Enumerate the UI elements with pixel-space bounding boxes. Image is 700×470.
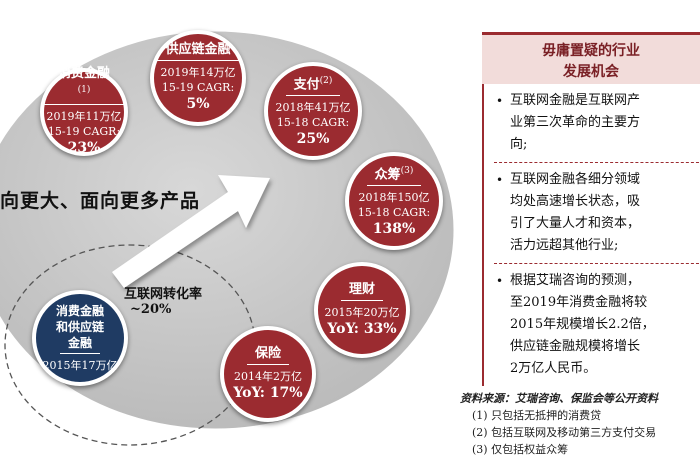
bubble-title: 支付(2)	[285, 73, 341, 97]
bubble-consumer-finance: 消费金融(1) 2019年11万亿 15-19 CAGR: 23%	[40, 66, 128, 157]
panel-title-line2: 发展机会	[563, 64, 619, 80]
bubble-title: 保险	[246, 346, 289, 365]
bullet-line: 引了大量人才和资本，	[510, 216, 641, 231]
bubble-rate: YoY: 33%	[327, 320, 397, 337]
bullet-line: 互联网金融各细分领域	[510, 172, 641, 187]
panel-header: 毋庸置疑的行业 发展机会	[482, 32, 700, 84]
bullet-item: • 互联网金融各细分领域 均处高速增长状态，吸 引了大量人才和资本， 活力远超其…	[494, 169, 700, 257]
bubble-metric: 15-18 CAGR:	[357, 206, 431, 220]
bubble-wealth-management: 理财 2015年20万亿 YoY: 33%	[314, 262, 410, 358]
bullet-dot-icon: •	[496, 94, 504, 108]
bubble-title-line1: 消费金融	[55, 304, 104, 318]
divider	[494, 263, 700, 264]
bubble-metric: 15-19 CAGR:	[161, 81, 235, 94]
bubble-title: 众筹(3)	[366, 163, 422, 187]
bubble-metric: 15-19 CAGR:	[47, 125, 121, 139]
bubble-rate: YoY: 17%	[233, 384, 303, 401]
growth-arrow-icon	[112, 175, 270, 288]
bubble-rate: 25%	[296, 131, 330, 148]
bubble-value: 2018年41万亿	[275, 101, 351, 115]
bubble-rate: 138%	[372, 221, 416, 238]
bubble-title: 理财	[340, 282, 383, 301]
bullet-line: 供应链金融规模将增长	[510, 339, 641, 354]
bubble-crowdfunding: 众筹(3) 2018年150亿 15-18 CAGR: 138%	[345, 152, 443, 250]
panel-title-line1: 毋庸置疑的行业	[542, 43, 640, 59]
bubble-rate: 23%	[67, 140, 101, 157]
bullet-line: 互联网金融是互联网产	[510, 93, 641, 108]
bullet-line: 2015年规模增长2.2倍，	[510, 317, 655, 332]
big-caption: 向更大、面向更多产品	[0, 190, 201, 212]
source-notes: 资料来源：艾瑞咨询、保监会等公开资料 (1) 只包括无抵押的消费贷 (2) 包括…	[460, 390, 658, 458]
bubble-value: 2015年20万亿	[324, 305, 400, 319]
bullet-line: 至2019年消费金融将较	[510, 295, 648, 310]
bubble-value: 2015年17万亿	[42, 359, 118, 372]
bubble-insurance: 保险 2014年2万亿 YoY: 17%	[220, 326, 316, 422]
bullet-line: 均处高速增长状态，吸	[510, 194, 641, 209]
bullet-item: • 互联网金融是互联网产 业第三次革命的主要方 向;	[494, 90, 700, 156]
footnote: (3) 仅包括权益众筹	[472, 443, 569, 456]
bubble-title-line3: 金融	[59, 335, 100, 354]
conversion-rate: 互联网转化率 ~20%	[124, 283, 202, 317]
footnote: (1) 只包括无抵押的消费贷	[472, 409, 602, 422]
divider	[494, 162, 700, 163]
bullet-item: • 根据艾瑞咨询的预测， 至2019年消费金融将较 2015年规模增长2.2倍，…	[494, 270, 700, 380]
bubble-payment: 支付(2) 2018年41万亿 15-18 CAGR: 25%	[264, 62, 362, 160]
bubble-metric: 15-18 CAGR:	[276, 116, 350, 130]
conversion-label: 互联网转化率	[124, 287, 203, 302]
bullet-dot-icon: •	[496, 274, 504, 288]
conversion-value: ~20%	[130, 302, 172, 317]
bubble-value: 2019年14万亿	[160, 66, 236, 79]
source-line: 资料来源：艾瑞咨询、保监会等公开资料	[460, 392, 658, 405]
bullet-line: 业第三次革命的主要方	[510, 115, 641, 130]
opportunity-panel: • 互联网金融是互联网产 业第三次革命的主要方 向; • 互联网金融各细分领域 …	[482, 84, 700, 386]
bubble-title-line2: 和供应链	[55, 320, 104, 334]
bullet-line: 活力远超其他行业;	[510, 238, 619, 253]
bullet-line: 2万亿人民币。	[510, 361, 597, 376]
bubble-title: 消费金融(1)	[44, 66, 124, 106]
bubble-value: 2014年2万亿	[234, 369, 302, 383]
bubble-value: 2019年11万亿	[46, 110, 122, 124]
bubble-supply-chain-finance: 供应链金融 2019年14万亿 15-19 CAGR: 5%	[150, 30, 246, 126]
bullet-dot-icon: •	[496, 173, 504, 187]
bullet-line: 根据艾瑞咨询的预测，	[510, 273, 641, 288]
bullet-line: 向;	[510, 137, 528, 152]
bubble-title: 供应链金融	[157, 42, 239, 61]
bubble-rate: 5%	[186, 96, 210, 112]
bubble-value: 2018年150亿	[358, 191, 430, 205]
bubble-combined-finance: 消费金融 和供应链 金融 2015年17万亿	[32, 290, 128, 386]
footnote: (2) 包括互联网及移动第三方支付交易	[472, 426, 657, 439]
